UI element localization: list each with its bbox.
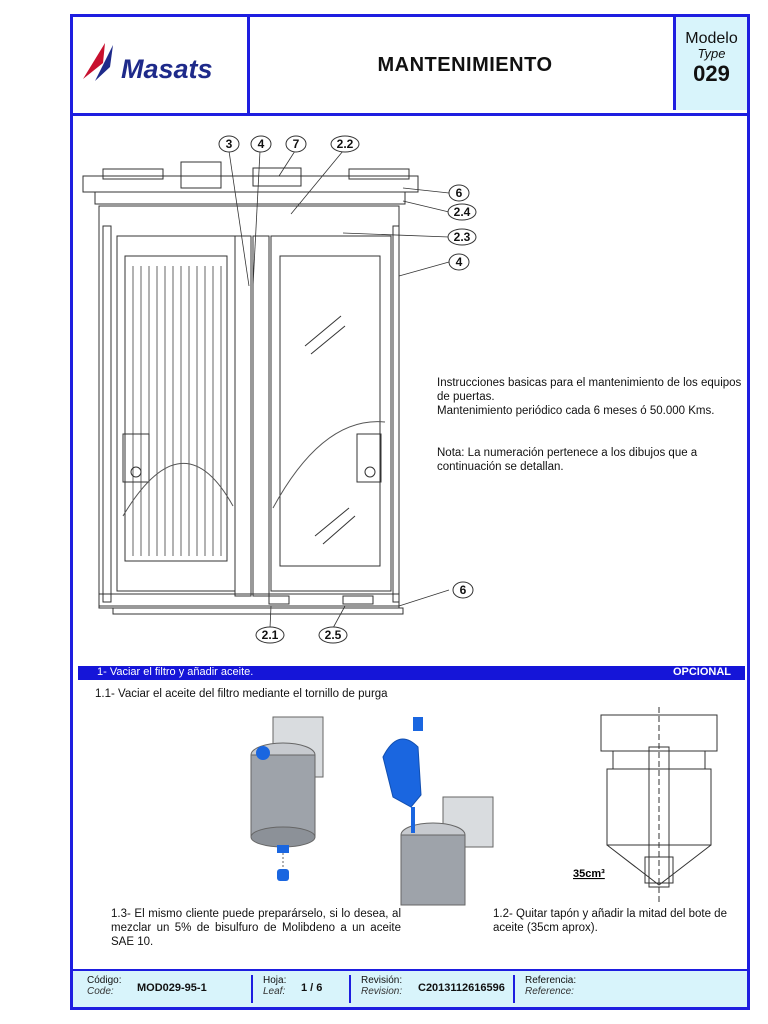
- svg-text:4: 4: [456, 255, 463, 269]
- door-diagram-area: 3 4 7 2.2 6: [73, 116, 747, 666]
- svg-text:7: 7: [293, 137, 300, 151]
- step-1-1: 1.1- Vaciar el aceite del filtro mediant…: [95, 688, 388, 700]
- footer-divider: [513, 975, 515, 1003]
- door-assembly-diagram: 3 4 7 2.2 6: [82, 135, 477, 644]
- revision-value: C2013112616596: [418, 982, 505, 994]
- callout-top-2: 4: [250, 135, 272, 153]
- document-footer: Código:Code: MOD029-95-1 Hoja:Leaf: 1 / …: [73, 969, 747, 1007]
- volume-label: 35cm³: [573, 868, 605, 880]
- leaf-value: 1 / 6: [301, 982, 323, 994]
- model-box: Modelo Type 029: [673, 17, 747, 110]
- leaf-label: Hoja:Leaf:: [263, 975, 287, 997]
- callout-right-2: 2.4: [447, 203, 477, 221]
- callout-top-4: 2.2: [330, 135, 360, 153]
- intro-text: Instrucciones basicas para el mantenimie…: [437, 376, 743, 474]
- callout-top-3: 7: [285, 135, 307, 153]
- company-logo: Masats: [73, 17, 250, 113]
- svg-text:6: 6: [460, 583, 467, 597]
- model-number: 029: [693, 61, 730, 86]
- section-bar: 1- Vaciar el filtro y añadir aceite. OPC…: [78, 666, 745, 680]
- svg-text:2.2: 2.2: [337, 137, 354, 151]
- filter-illustrations: 35cm³: [250, 707, 718, 906]
- svg-text:2.1: 2.1: [262, 628, 279, 642]
- model-label-en: Type: [697, 46, 726, 61]
- step-1-3: 1.3- El mismo cliente puede preparárselo…: [111, 908, 401, 948]
- filter-section-drawing: [600, 707, 718, 902]
- revision-label: Revisión:Revision:: [361, 975, 403, 997]
- svg-text:2.5: 2.5: [325, 628, 342, 642]
- code-label: Código:Code:: [87, 975, 122, 997]
- reference-label: Referencia:Reference:: [525, 975, 577, 997]
- masats-logo-icon: Masats: [83, 43, 213, 84]
- filter-refill-illustration: [382, 717, 494, 906]
- step-1-2: 1.2- Quitar tapón y añadir la mitad del …: [493, 908, 727, 934]
- section-title: 1- Vaciar el filtro y añadir aceite.: [97, 666, 254, 678]
- footer-divider: [251, 975, 253, 1003]
- callout-right-5: 6: [452, 581, 474, 599]
- callout-bottom-1: 2.1: [255, 626, 285, 644]
- document-header: Masats MANTENIMIENTO Modelo Type 029: [73, 17, 747, 116]
- svg-text:6: 6: [456, 186, 463, 200]
- code-value: MOD029-95-1: [137, 982, 207, 994]
- page-title: MANTENIMIENTO: [377, 53, 553, 76]
- svg-text:Masats: Masats: [121, 54, 213, 84]
- intro-note: Nota: La numeración pertenece a los dibu…: [437, 447, 698, 473]
- callout-right-4: 4: [448, 253, 470, 271]
- intro-line-2: Mantenimiento periódico cada 6 meses ó 5…: [437, 405, 715, 417]
- model-label: Modelo: [685, 30, 738, 47]
- callout-top-1: 3: [218, 135, 240, 153]
- callout-right-3: 2.3: [447, 228, 477, 246]
- svg-text:2.4: 2.4: [454, 205, 471, 219]
- callout-bottom-2: 2.5: [318, 626, 348, 644]
- filter-drain-illustration: [250, 716, 324, 881]
- footer-divider: [349, 975, 351, 1003]
- callout-right-1: 6: [448, 184, 470, 202]
- svg-text:4: 4: [258, 137, 265, 151]
- document-sheet: Masats MANTENIMIENTO Modelo Type 029: [70, 14, 750, 1010]
- intro-line-1: Instrucciones basicas para el mantenimie…: [437, 377, 742, 403]
- svg-text:2.3: 2.3: [454, 230, 471, 244]
- optional-badge: OPCIONAL: [672, 666, 731, 678]
- svg-text:3: 3: [226, 137, 233, 151]
